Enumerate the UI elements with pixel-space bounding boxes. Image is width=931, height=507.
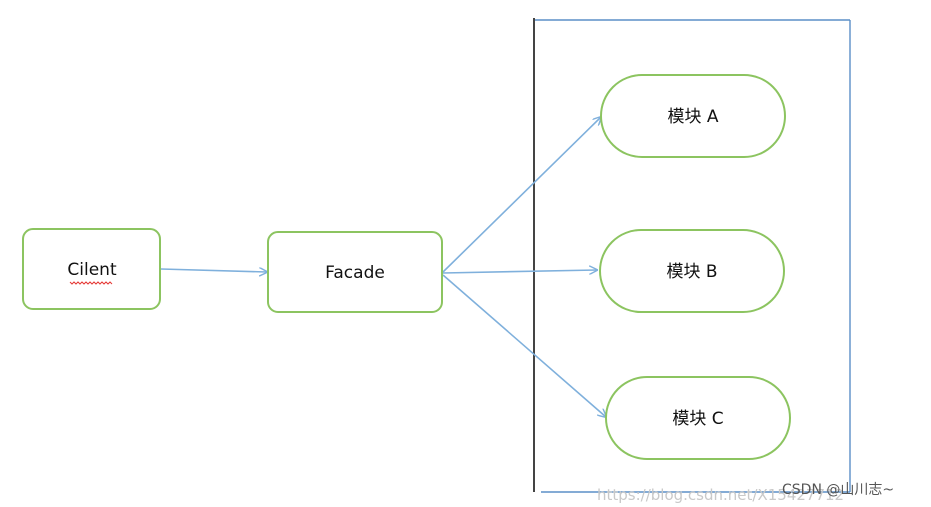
edge-facade-to-module-a bbox=[442, 117, 601, 273]
csdn-author-tag: CSDN @山川志~ bbox=[782, 482, 894, 498]
edge-facade-to-module-c bbox=[442, 274, 606, 417]
module-a-label: 模块 A bbox=[667, 107, 718, 127]
edges bbox=[160, 117, 606, 417]
module-c-node: 模块 C bbox=[605, 376, 791, 460]
edge-facade-to-module-b bbox=[442, 270, 597, 273]
facade-node: Facade bbox=[267, 231, 443, 313]
module-c-label: 模块 C bbox=[672, 409, 723, 429]
facade-label: Facade bbox=[325, 263, 385, 283]
client-node: Cilent bbox=[22, 228, 161, 310]
watermark: https://blog.csdn.net/X15427712 CSDN @山川… bbox=[597, 482, 894, 504]
spellcheck-underline bbox=[69, 281, 113, 285]
module-b-node: 模块 B bbox=[599, 229, 785, 313]
edge-client-to-facade bbox=[160, 269, 267, 272]
watermark-url: https://blog.csdn.net/X15427712 bbox=[597, 486, 844, 504]
module-b-label: 模块 B bbox=[666, 262, 717, 282]
module-a-node: 模块 A bbox=[600, 74, 786, 158]
client-label: Cilent bbox=[67, 260, 117, 280]
subsystem-container bbox=[533, 18, 851, 493]
